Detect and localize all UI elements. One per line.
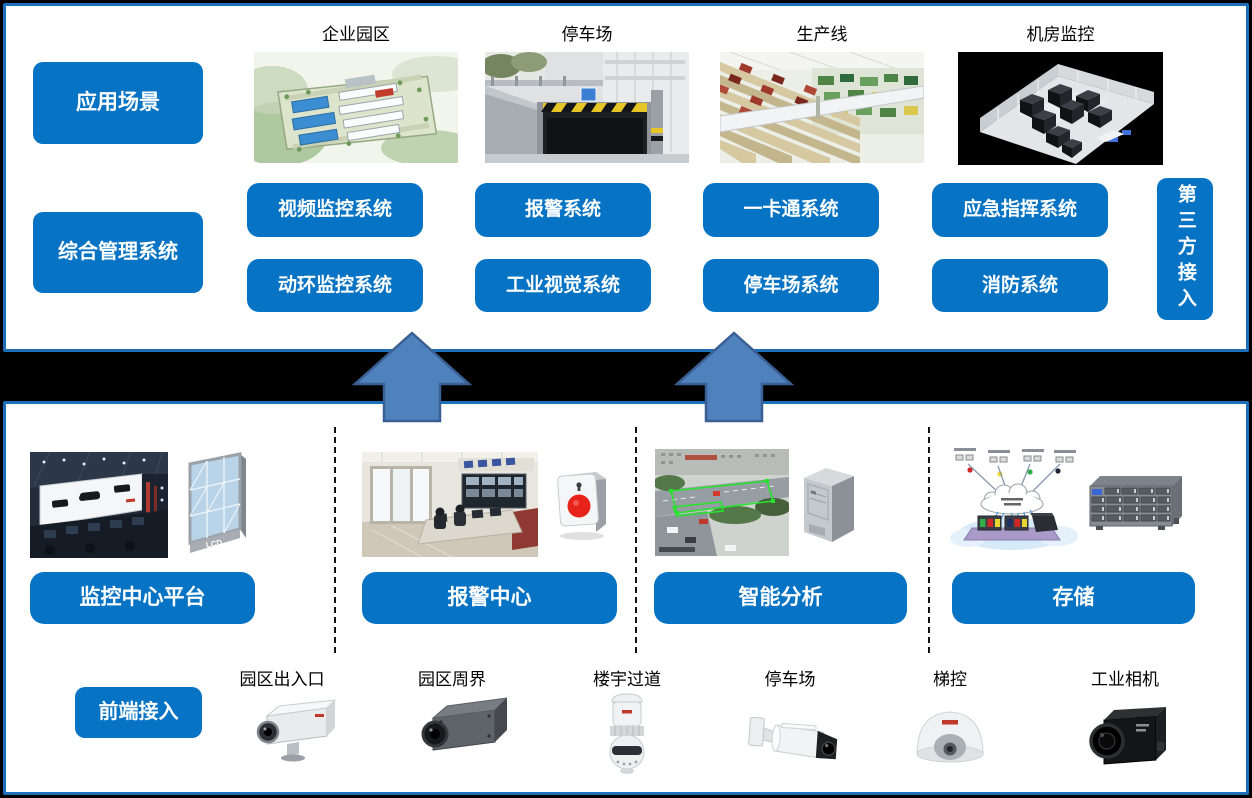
alarm-button-icon [552,464,614,542]
up-arrow-icon [674,331,794,423]
system-one-card: 一卡通系统 [703,183,879,237]
frontend-access-button: 前端接入 [75,687,202,738]
system-alarm: 报警系统 [475,183,651,237]
lcd-text: LCD [205,538,223,550]
alarm-center-image [362,452,538,557]
scene-label-parking-lot: 停车场 [561,24,613,44]
dome-camera-icon [895,692,1005,780]
device-label-park-perimeter: 园区周界 [418,669,486,689]
industrial-camera-icon [1070,692,1180,780]
application-scenes-label: 应用场景 [33,62,203,144]
system-fire-protection: 消防系统 [932,259,1108,312]
scene-label-enterprise-park: 企业园区 [322,24,390,44]
system-video-surveillance: 视频监控系统 [247,183,423,237]
storage-network-diagram [946,444,1086,554]
platform-intelligent-analysis: 智能分析 [654,572,907,624]
monitoring-center-image [30,452,168,558]
third-party-access-button: 第三方接入 [1157,178,1213,320]
intelligent-analysis-image [655,449,789,556]
lcd-wall-icon: LCD [174,450,254,554]
column-divider [334,427,336,653]
device-label-elevator-control: 梯控 [933,669,967,689]
device-label-park-entrance: 园区出入口 [239,669,325,689]
scene-label-production-line: 生产线 [796,24,848,44]
storage-rack-icon [1086,472,1184,534]
system-environment-monitoring: 动环监控系统 [247,259,423,312]
device-label-building-corridor: 楼宇过道 [593,669,661,689]
box-camera-white-icon [227,692,337,780]
device-label-parking-lot: 停车场 [764,669,816,689]
integrated-management-label: 综合管理系统 [33,212,203,293]
scene-label-server-room: 机房监控 [1026,24,1095,44]
column-divider [635,427,637,653]
system-industrial-vision: 工业视觉系统 [475,259,651,312]
tower-server-icon [796,462,860,544]
platform-storage: 存储 [952,572,1195,624]
up-arrow-icon [352,331,472,423]
production-line-image [720,52,924,163]
system-parking: 停车场系统 [703,259,879,312]
ptz-dome-camera-icon [572,692,682,780]
bullet-camera-icon [735,692,845,780]
system-emergency-command: 应急指挥系统 [932,183,1108,237]
enterprise-park-image [254,52,458,163]
column-divider [928,427,930,653]
device-label-industrial-camera: 工业相机 [1091,669,1159,689]
parking-entrance-image [485,52,689,163]
server-room-image [958,52,1163,165]
platform-alarm-center: 报警中心 [362,572,617,624]
platform-monitoring-center: 监控中心平台 [30,572,255,624]
box-camera-dark-icon [397,692,507,780]
